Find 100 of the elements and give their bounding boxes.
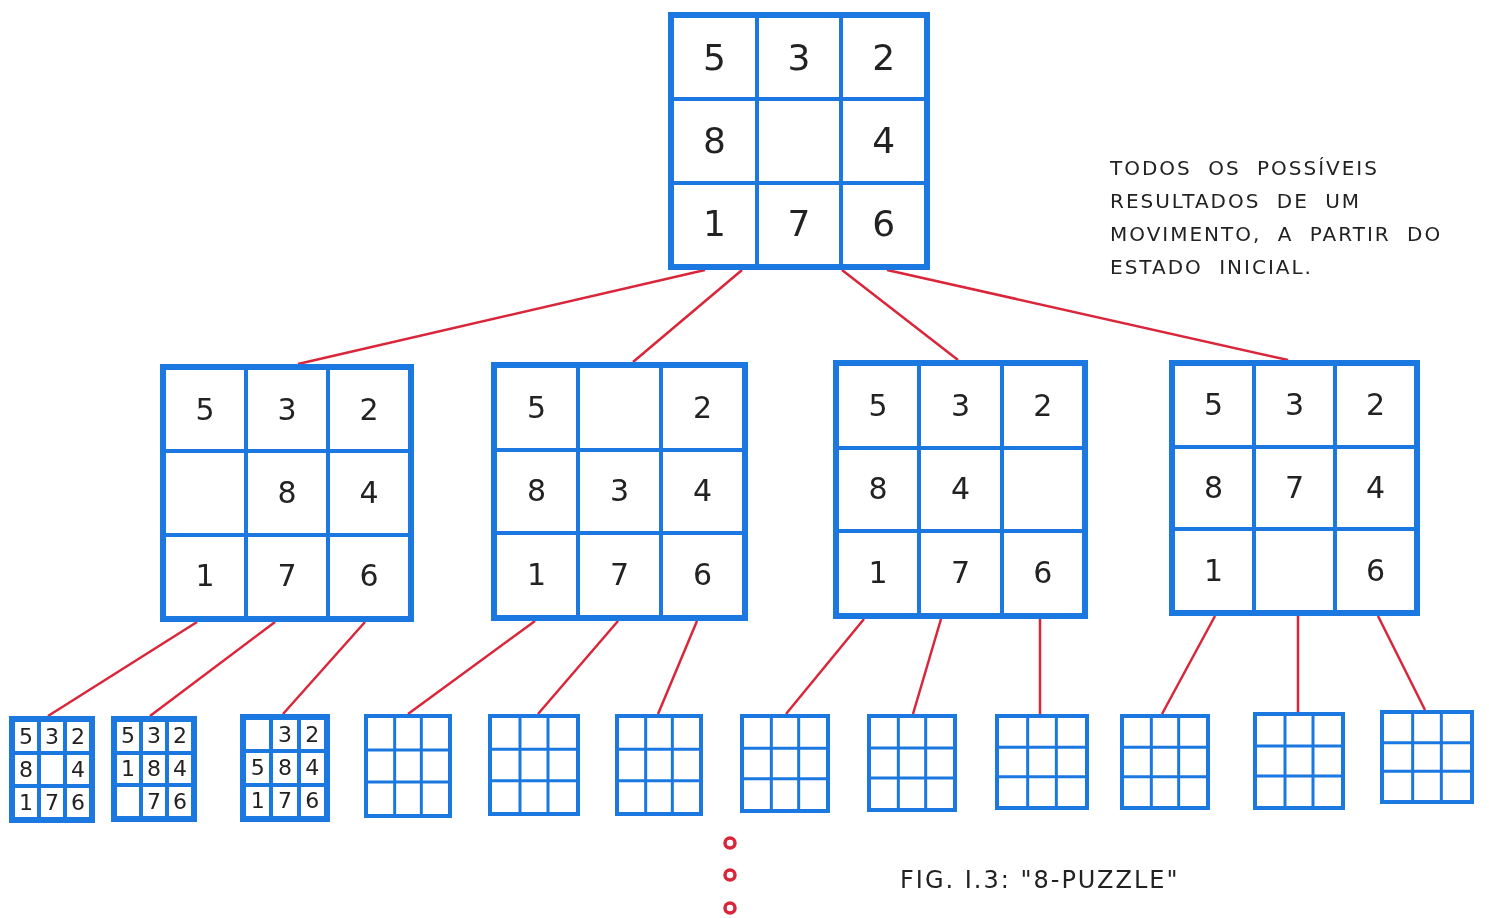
connector-line [407,620,536,715]
puzzle-tile [756,182,842,266]
puzzle-tile [919,531,1002,615]
puzzle-tile [13,753,39,786]
tile-number: 1 [121,758,135,780]
tile-number: 3 [787,39,811,76]
empty-tile [578,366,661,450]
connector-line [1038,619,1042,714]
tile-number: 7 [1284,473,1305,503]
tile-number: 4 [359,478,379,508]
puzzle-tile [1173,364,1254,447]
puzzle-tile [298,751,326,785]
puzzle-tile [271,784,299,818]
puzzle-tile [1173,529,1254,612]
tile-number: 1 [1203,555,1224,586]
puzzle-tile [495,366,578,450]
puzzle-tile [141,785,167,818]
tile-number: 3 [277,394,297,425]
connector-line [1296,616,1300,712]
tile-number: 2 [692,392,713,423]
puzzle-tile [244,784,272,818]
connector-line [656,620,699,715]
empty-tile [1254,529,1335,612]
tile-number: 1 [526,560,547,591]
puzzle-tile [271,718,299,752]
tile-number: 5 [868,390,888,421]
tile-number: 6 [872,206,896,243]
puzzle-tile [661,533,744,617]
tile-number: 5 [1203,390,1224,421]
figure-caption: FIG. I.3: "8-PUZZLE" [900,866,1180,894]
tile-number: 2 [872,39,896,76]
tile-number: 3 [1284,390,1305,421]
tile-number: 5 [121,725,135,748]
tile-number: 2 [1365,390,1386,421]
puzzle-tile [246,451,328,535]
empty-tile [115,785,141,818]
connector-line [47,620,198,718]
puzzle-tile [39,786,65,819]
tile-number: 6 [359,561,379,592]
tile-number: 4 [173,758,187,780]
puzzle-tile [919,447,1002,532]
puzzle-tile [1254,364,1335,447]
tile-number: 8 [278,757,292,779]
puzzle-tile [919,364,1002,448]
tile-number: 2 [359,394,379,425]
tile-number: 6 [1033,558,1053,589]
puzzle-board [240,714,330,822]
tile-number: 3 [45,725,59,748]
tile-number: 7 [950,558,971,589]
tile-number: 4 [692,476,713,507]
tile-number: 1 [19,791,33,814]
tile-number: 1 [195,561,215,592]
puzzle-tile [837,447,920,532]
puzzle-tile [672,182,757,266]
empty-tile [756,99,842,183]
tile-number: 7 [787,206,811,243]
connector-line [785,618,865,715]
puzzle-tile [837,531,920,615]
connector-line [886,268,1289,362]
puzzle-tile [661,366,744,450]
tile-number: 1 [702,206,726,243]
empty-tile [1001,447,1084,532]
tile-number: 8 [1203,473,1224,503]
tile-number: 2 [71,725,85,748]
tile-number: 5 [195,394,215,425]
puzzle-tile [328,534,410,618]
tile-number: 4 [71,758,85,781]
puzzle-tile [65,753,91,786]
tile-number: 7 [278,790,292,813]
tile-number: 4 [950,474,971,505]
puzzle-tile [672,16,757,100]
puzzle-tile [13,720,39,753]
tile-number: 3 [609,476,630,507]
tile-number: 3 [147,725,161,748]
puzzle-tile [141,720,167,753]
puzzle-tile [841,99,926,183]
tile-number: 7 [277,561,297,592]
tile-number: 8 [868,474,888,505]
puzzle-tile [495,533,578,617]
connector-line [1160,615,1217,715]
puzzle-board [160,364,414,622]
empty-tile [164,451,246,535]
tile-number: 8 [147,758,161,780]
puzzle-tile [578,449,661,534]
puzzle-tile [39,720,65,753]
connector-line [1376,615,1427,711]
tile-number: 3 [278,723,292,746]
puzzle-board [491,362,748,621]
tile-number: 7 [609,560,630,591]
puzzle-tile [141,752,167,786]
puzzle-tile [167,752,193,786]
note-text: TODOS OS POSSÍVEIS RESULTADOS DE UM MOVIMENTO, A PARTIR DO ESTADO INICIAL. [1110,155,1444,281]
puzzle-tile [1335,529,1416,612]
tile-number: 2 [1033,390,1053,421]
tile-number: 6 [692,560,713,591]
tile-number: 5 [19,725,33,748]
puzzle-tile [756,16,842,100]
tile-number: 5 [702,39,726,76]
connector-line [149,621,276,717]
tile-number: 4 [1365,473,1386,503]
